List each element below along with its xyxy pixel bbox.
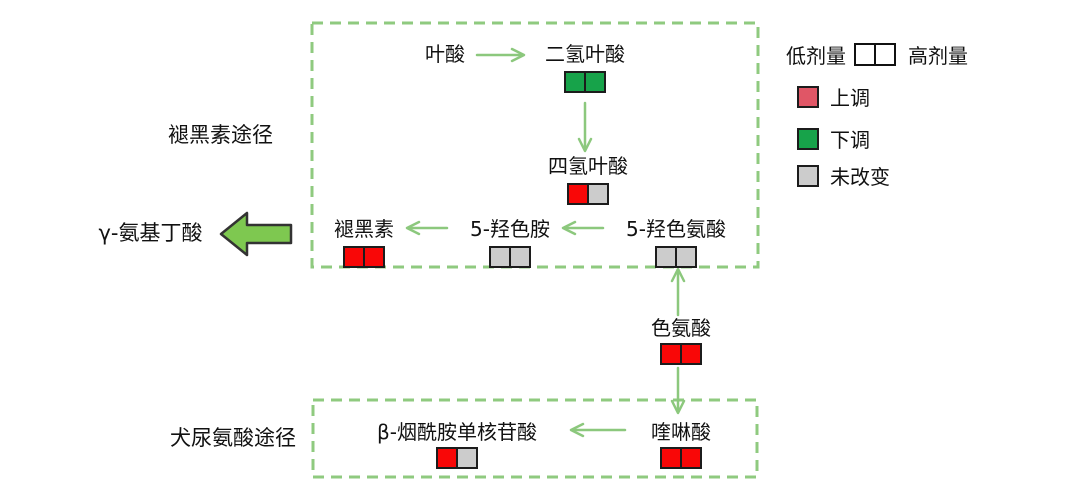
node-tryptophan: 色氨酸	[631, 317, 731, 365]
node-quinolinic-acid-label: 喹啉酸	[651, 420, 711, 444]
node-tetrahydrofolate-label: 四氢叶酸	[548, 154, 628, 178]
node-folate-label: 叶酸	[425, 42, 465, 66]
dose-box-up	[660, 343, 682, 365]
dose-box-up	[343, 246, 365, 268]
arrow-dihydrofolate-to-tetrahydrofolate	[577, 101, 593, 153]
dose-box-unchanged	[655, 246, 677, 268]
legend-low-dose-label: 低剂量	[786, 44, 846, 68]
dose-box-up	[660, 447, 682, 469]
legend-dose-row: 低剂量 高剂量	[786, 40, 1066, 69]
arrow-tryptophan-to-hydroxytryptophan	[670, 267, 686, 317]
legend-item-down: 下调	[797, 124, 1066, 153]
dose-box-down	[564, 71, 586, 93]
dose-box-up	[680, 447, 702, 469]
node-tetrahydrofolate-dose-boxes	[538, 183, 638, 205]
node-melatonin: 褪黑素	[319, 218, 409, 268]
node-dihydrofolate-label: 二氢叶酸	[545, 42, 625, 66]
node-dihydrofolate-dose-boxes	[535, 71, 635, 93]
node-hydroxytryptophan-dose-boxes	[616, 246, 736, 268]
dose-box-up	[436, 447, 458, 469]
arrow-hydroxytryptophan-to-serotonin	[561, 220, 605, 236]
node-quinolinic-acid: 喹啉酸	[631, 421, 731, 469]
dose-box-up	[567, 183, 589, 205]
legend-high-dose-label: 高剂量	[908, 44, 968, 68]
arrow-tryptophan-to-quinolinic-acid	[670, 366, 686, 415]
legend-up-label: 上调	[830, 86, 870, 110]
legend-item-unchanged: 未改变	[797, 161, 1066, 190]
node-hydroxytryptophan: 5-羟色氨酸	[616, 218, 736, 268]
kynurenine-pathway-label: 犬尿氨酸途径	[170, 426, 296, 450]
legend-down-label: 下调	[830, 128, 870, 152]
node-serotonin-label: 5-羟色胺	[470, 217, 550, 241]
dose-box-unchanged	[509, 246, 531, 268]
node-melatonin-dose-boxes	[319, 246, 409, 268]
node-gaba: γ-氨基丁酸	[93, 222, 208, 244]
node-gaba-label: γ-氨基丁酸	[98, 221, 203, 245]
node-beta-nmn: β-烟酰胺单核苷酸	[367, 421, 547, 469]
node-melatonin-label: 褪黑素	[334, 217, 394, 241]
node-folate: 叶酸	[400, 43, 490, 65]
high-dose-box-icon	[874, 43, 896, 66]
node-beta-nmn-dose-boxes	[367, 447, 547, 469]
arrow-serotonin-to-melatonin	[405, 220, 449, 236]
node-dihydrofolate: 二氢叶酸	[535, 43, 635, 93]
node-tetrahydrofolate: 四氢叶酸	[538, 155, 638, 205]
dose-box-down	[584, 71, 606, 93]
dose-box-unchanged	[456, 447, 478, 469]
dose-boxes-icon	[854, 43, 896, 66]
node-serotonin-dose-boxes	[460, 246, 560, 268]
dose-box-unchanged	[675, 246, 697, 268]
node-tryptophan-label: 色氨酸	[651, 316, 711, 340]
dose-box-up	[363, 246, 385, 268]
low-dose-box-icon	[854, 43, 876, 66]
node-hydroxytryptophan-label: 5-羟色氨酸	[626, 217, 726, 241]
legend: 低剂量 高剂量 上调 下调 未改变	[786, 40, 1066, 190]
dose-box-unchanged	[587, 183, 609, 205]
legend-unchanged-label: 未改变	[830, 165, 890, 189]
up-swatch-icon	[797, 85, 819, 108]
down-swatch-icon	[797, 127, 819, 150]
dose-box-unchanged	[489, 246, 511, 268]
node-serotonin: 5-羟色胺	[460, 218, 560, 268]
unchanged-swatch-icon	[797, 164, 819, 187]
node-tryptophan-dose-boxes	[631, 343, 731, 365]
dose-box-up	[680, 343, 702, 365]
gaba-block-arrow	[219, 211, 293, 257]
node-beta-nmn-label: β-烟酰胺单核苷酸	[377, 420, 537, 444]
legend-item-up: 上调	[797, 82, 1066, 111]
arrow-quinolinic-to-bnmn	[569, 422, 627, 438]
melatonin-pathway-label: 褪黑素途径	[168, 123, 273, 147]
node-quinolinic-acid-dose-boxes	[631, 447, 731, 469]
